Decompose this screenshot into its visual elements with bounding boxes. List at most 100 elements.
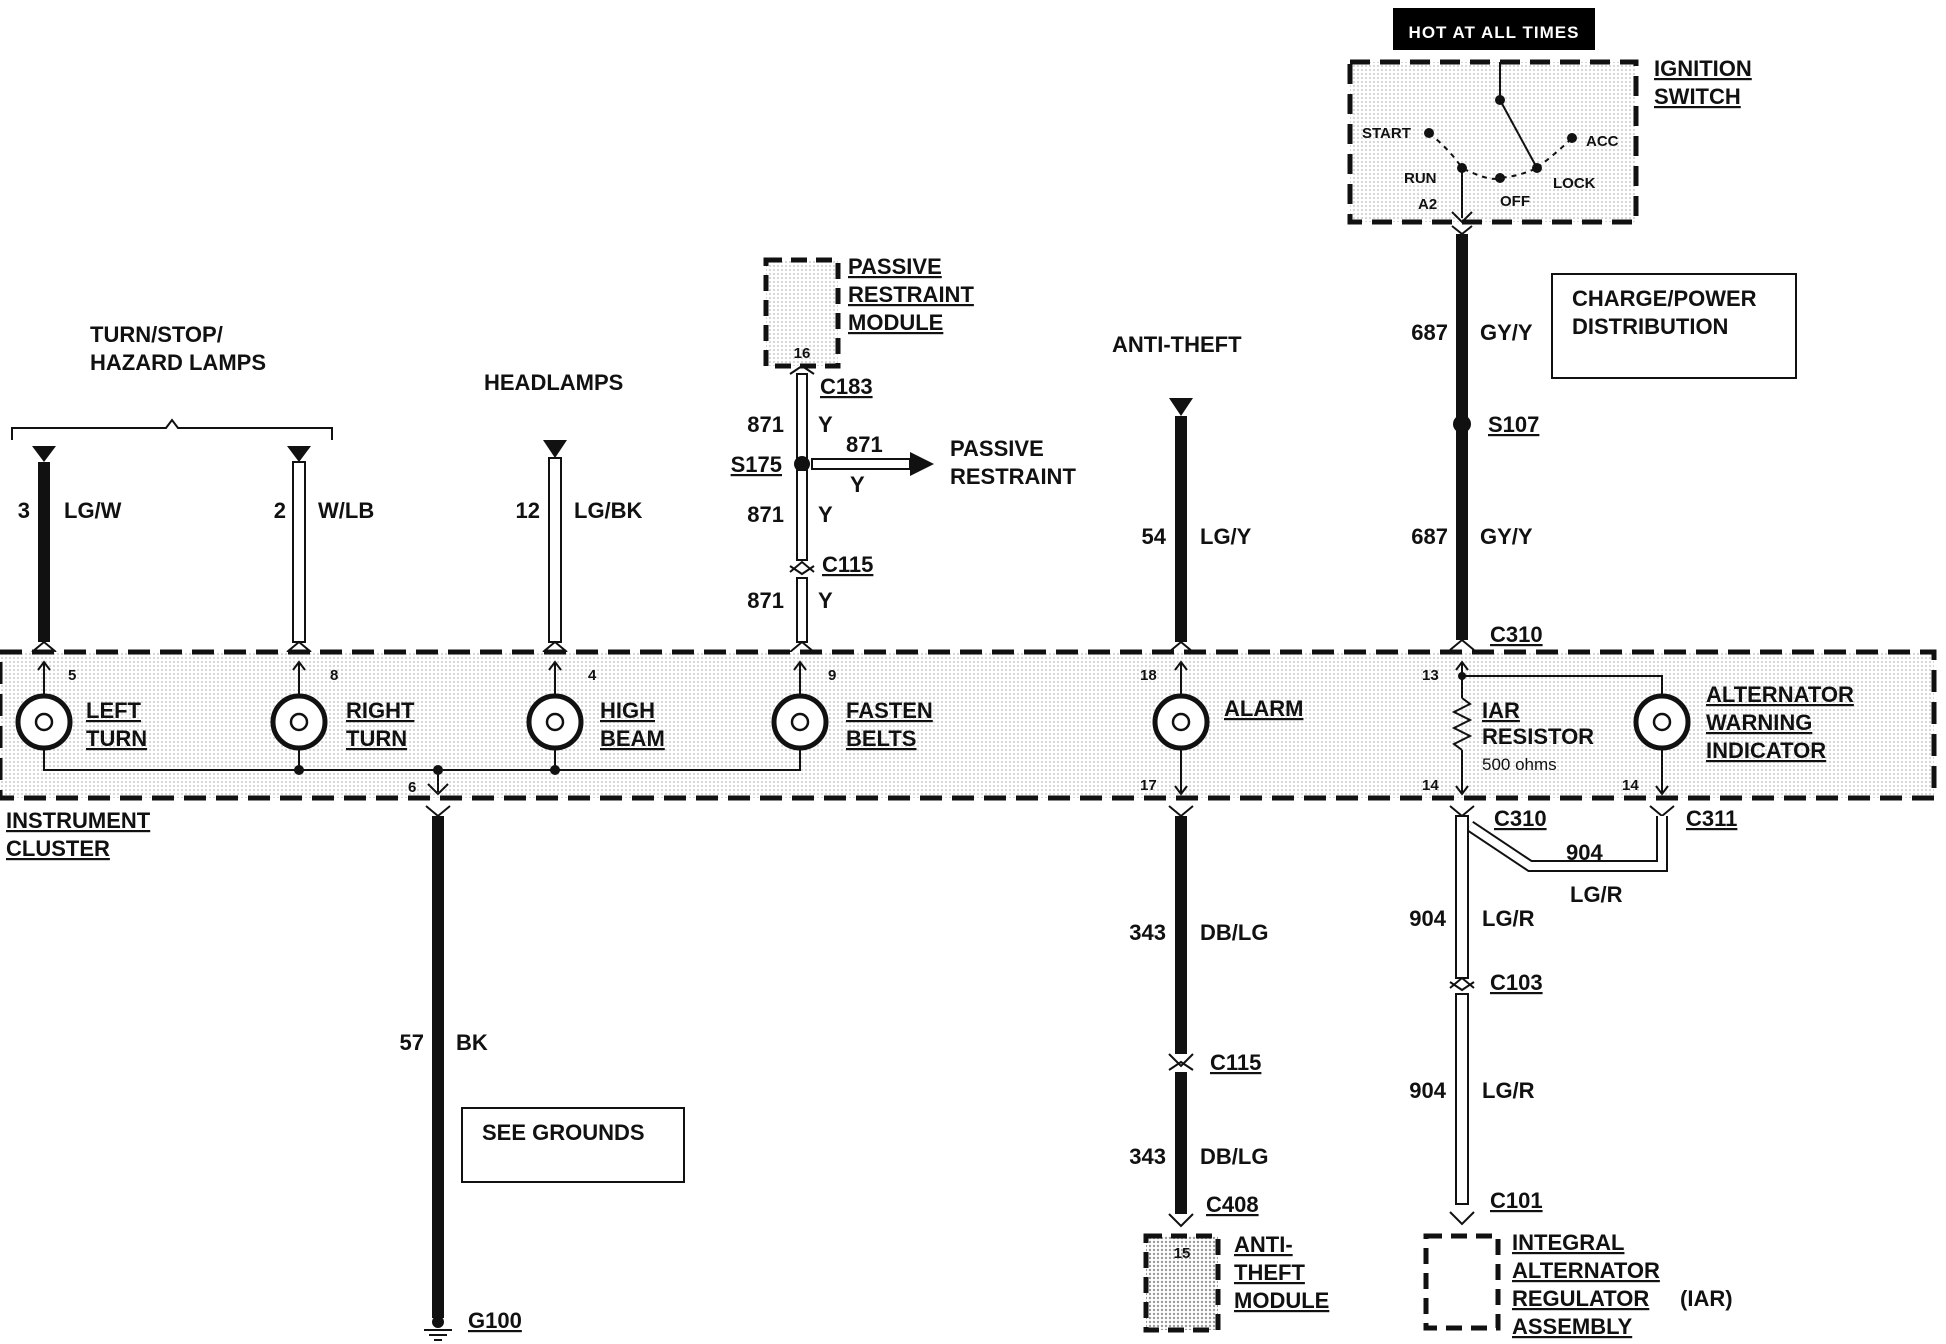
anti-theft-module-pin: 15 (1174, 1245, 1191, 1262)
instrument-cluster-title-2: CLUSTER (6, 836, 110, 861)
ground-wire: 57 BK G100 (400, 805, 522, 1341)
connector-c101: C101 (1490, 1188, 1543, 1213)
iar-assembly-label-3: REGULATOR (1512, 1286, 1649, 1311)
anti-theft-wire: 54 LG/Y (1142, 398, 1252, 653)
restraint-wire: C183 871 Y S175 871 Y PASSIVE RESTRAINT … (731, 364, 1076, 653)
anti-theft-circuit: 54 (1142, 524, 1167, 549)
alarm-out-1-circuit: 343 (1129, 920, 1166, 945)
ground-g100: G100 (468, 1308, 522, 1333)
resistor-value: 500 ohms (1482, 755, 1557, 774)
alternator-warning-indicator: 14 ALTERNATOR WARNING INDICATOR (1462, 675, 1854, 796)
left-turn-wire: 3 LG/W (18, 446, 122, 653)
iar-assembly-label-4: ASSEMBLY (1512, 1314, 1633, 1339)
lamp-alarm: 18 17 ALARM (1140, 660, 1303, 796)
lamp-high-beam-label-2: BEAM (600, 726, 665, 751)
alternator-label-2: WARNING (1706, 710, 1812, 735)
instrument-cluster-title-1: INSTRUMENT (6, 808, 151, 833)
iar-branch-color: LG/R (1570, 882, 1623, 907)
ground-circuit: 57 (400, 1030, 424, 1055)
charge-power-distribution-box: CHARGE/POWER DISTRIBUTION (1551, 273, 1797, 379)
alternator-label-1: ALTERNATOR (1706, 682, 1854, 707)
power-wire-1-circuit: 687 (1411, 320, 1448, 345)
lamp-fasten-belts: 9 FASTEN BELTS (771, 660, 933, 751)
anti-theft-module: 15 ANTI- THEFT MODULE (1143, 1232, 1329, 1333)
iar-resistor: 13 14 IAR RESISTOR 500 ohms (1422, 660, 1594, 796)
cluster-ground-pin: 6 (408, 779, 416, 796)
alternator-label-3: INDICATOR (1706, 738, 1826, 763)
lamp-fasten-belts-label-1: FASTEN (846, 698, 933, 723)
lamp-high-beam: 4 HIGH BEAM (526, 660, 665, 751)
left-turn-color: LG/W (64, 498, 122, 523)
lamp-right-turn-label-2: TURN (346, 726, 407, 751)
alternator-pin: 14 (1622, 777, 1639, 794)
power-wire-687: 687 GY/Y S107 687 GY/Y C310 (1411, 225, 1543, 651)
iar-2-color: LG/R (1482, 1078, 1535, 1103)
headlamps-wire: 12 LG/BK (516, 440, 643, 653)
restraint-module-pin: 16 (794, 345, 811, 362)
lamp-right-turn: 8 RIGHT TURN (270, 660, 415, 751)
connector-c408: C408 (1206, 1192, 1259, 1217)
ground-color: BK (456, 1030, 488, 1055)
anti-theft-module-label-2: THEFT (1234, 1260, 1305, 1285)
anti-theft-module-label-3: MODULE (1234, 1288, 1329, 1313)
lamp-left-turn-pin: 5 (68, 667, 76, 684)
restraint-module-label-2: RESTRAINT (848, 282, 974, 307)
alarm-out-1-color: DB/LG (1200, 920, 1268, 945)
anti-theft-module-label-1: ANTI- (1234, 1232, 1293, 1257)
headlamps-color: LG/BK (574, 498, 643, 523)
connector-c311: C311 (1686, 806, 1737, 831)
iar-1-color: LG/R (1482, 906, 1535, 931)
right-turn-wire: 2 W/LB (274, 446, 374, 653)
connector-c115-top: C115 (822, 552, 873, 577)
restraint-module-label-1: PASSIVE (848, 254, 942, 279)
passive-restraint-module: 16 PASSIVE RESTRAINT MODULE (763, 254, 974, 369)
see-grounds-box: SEE GROUNDS (461, 1107, 685, 1183)
resistor-label-1: IAR (1482, 698, 1520, 723)
iar-assembly: INTEGRAL ALTERNATOR REGULATOR (IAR) ASSE… (1423, 1230, 1733, 1339)
right-turn-color: W/LB (318, 498, 374, 523)
lamp-left-turn: 5 LEFT TURN (15, 660, 147, 770)
alarm-out-2-color: DB/LG (1200, 1144, 1268, 1169)
see-grounds-label: SEE GROUNDS (482, 1120, 645, 1145)
ignition-run-label: RUN (1404, 170, 1437, 187)
alarm-out-wire: 343 DB/LG C115 343 DB/LG C408 (1129, 805, 1268, 1228)
lamp-left-turn-label-1: LEFT (86, 698, 142, 723)
headlamps-circuit: 12 (516, 498, 540, 523)
lamp-fasten-belts-pin: 9 (828, 667, 836, 684)
hot-at-all-times-label: HOT AT ALL TIMES (1409, 23, 1580, 42)
connector-c103: C103 (1490, 970, 1543, 995)
ignition-switch-title-1: IGNITION (1654, 56, 1752, 81)
right-turn-circuit: 2 (274, 498, 286, 523)
lamp-high-beam-label-1: HIGH (600, 698, 655, 723)
restraint-2-circuit: 871 (747, 502, 784, 527)
passive-restraint-out-1: PASSIVE (950, 436, 1044, 461)
ignition-off-label: OFF (1500, 193, 1530, 210)
passive-restraint-out-2: RESTRAINT (950, 464, 1076, 489)
iar-wire: C310 C311 904 LG/R 904 LG/R C103 904 LG/… (1409, 805, 1737, 1226)
headlamps-title: HEADLAMPS (484, 370, 623, 395)
hot-at-all-times-banner: HOT AT ALL TIMES (1393, 8, 1595, 50)
anti-theft-title: ANTI-THEFT (1112, 332, 1242, 357)
restraint-branch-color: Y (850, 472, 865, 497)
splice-s107 (1453, 415, 1471, 433)
lamp-right-turn-pin: 8 (330, 667, 338, 684)
splice-s175-label: S175 (731, 452, 782, 477)
iar-assembly-suffix: (IAR) (1680, 1286, 1733, 1311)
instrument-cluster: INSTRUMENT CLUSTER (0, 649, 1937, 861)
restraint-2-color: Y (818, 502, 833, 527)
charge-power-line-1: CHARGE/POWER (1572, 286, 1757, 311)
turn-lamps-title-2: HAZARD LAMPS (90, 350, 266, 375)
ignition-lock-label: LOCK (1553, 175, 1596, 192)
iar-branch-circuit: 904 (1566, 840, 1603, 865)
restraint-1-color: Y (818, 412, 833, 437)
charge-power-line-2: DISTRIBUTION (1572, 314, 1728, 339)
ignition-pin-a2: A2 (1418, 196, 1437, 213)
anti-theft-color: LG/Y (1200, 524, 1252, 549)
lamp-alarm-pin-out: 17 (1140, 777, 1157, 794)
splice-s107-label: S107 (1488, 412, 1539, 437)
restraint-3-circuit: 871 (747, 588, 784, 613)
ignition-acc-label: ACC (1586, 133, 1619, 150)
lamp-fasten-belts-label-2: BELTS (846, 726, 916, 751)
power-wire-2-color: GY/Y (1480, 524, 1533, 549)
